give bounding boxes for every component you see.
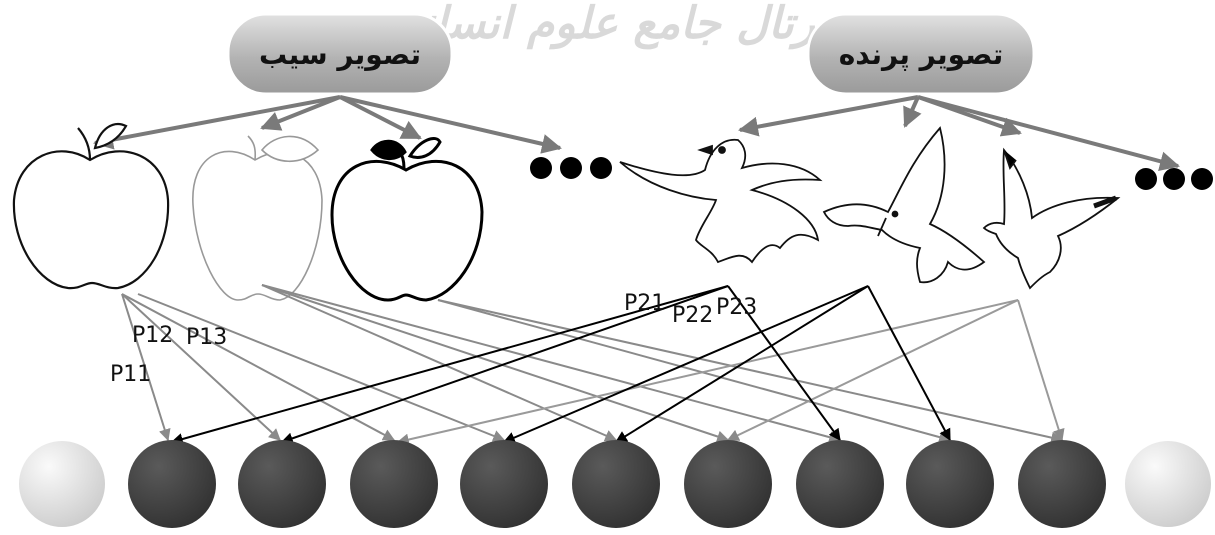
- apple-outline-icon: [12, 122, 170, 290]
- category-arrows: [93, 95, 1180, 172]
- apple-connections: [121, 284, 1064, 444]
- apple-bold-icon: [330, 137, 484, 302]
- edge-label-p22: P22: [672, 303, 713, 328]
- network-connections: [121, 284, 1065, 446]
- apple-light-icon: [192, 135, 323, 301]
- bird-dove-icon: [619, 138, 823, 264]
- neuron-node: [906, 440, 994, 528]
- neuron-node-light: [17, 439, 107, 529]
- apple-category-label: تصویر سیب: [259, 38, 421, 71]
- edge-label-p11: P11: [110, 362, 151, 387]
- neuron-node: [684, 440, 772, 528]
- edge-label-p12: P12: [132, 323, 173, 348]
- neuron-node: [572, 440, 660, 528]
- neuron-node-light: [1123, 439, 1213, 529]
- bird-category-pill: تصویر پرنده: [806, 12, 1036, 96]
- edge-label-p21: P21: [624, 291, 665, 316]
- neuron-node: [460, 440, 548, 528]
- neuron-node: [238, 440, 326, 528]
- edge-label-p23: P23: [716, 295, 757, 320]
- bird-category-label: تصویر پرنده: [839, 38, 1004, 71]
- edge-label-p13: P13: [186, 325, 227, 350]
- watermark-text: پرتال جامع علوم انسانی: [386, 0, 831, 50]
- neuron-node: [350, 440, 438, 528]
- neuron-node: [1018, 440, 1106, 528]
- bird-pigeon-icon: [982, 147, 1121, 290]
- bird-flying-icon: [822, 126, 986, 284]
- more-dots-icon: [530, 157, 612, 179]
- neuron-node: [128, 440, 216, 528]
- bird-connections-gray: [396, 299, 1065, 446]
- neuron-node: [796, 440, 884, 528]
- neuron-layer: [17, 439, 1213, 529]
- apple-category-pill: تصویر سیب: [226, 12, 454, 96]
- bird-connections-black: [170, 285, 951, 445]
- more-dots-icon: [1135, 168, 1213, 190]
